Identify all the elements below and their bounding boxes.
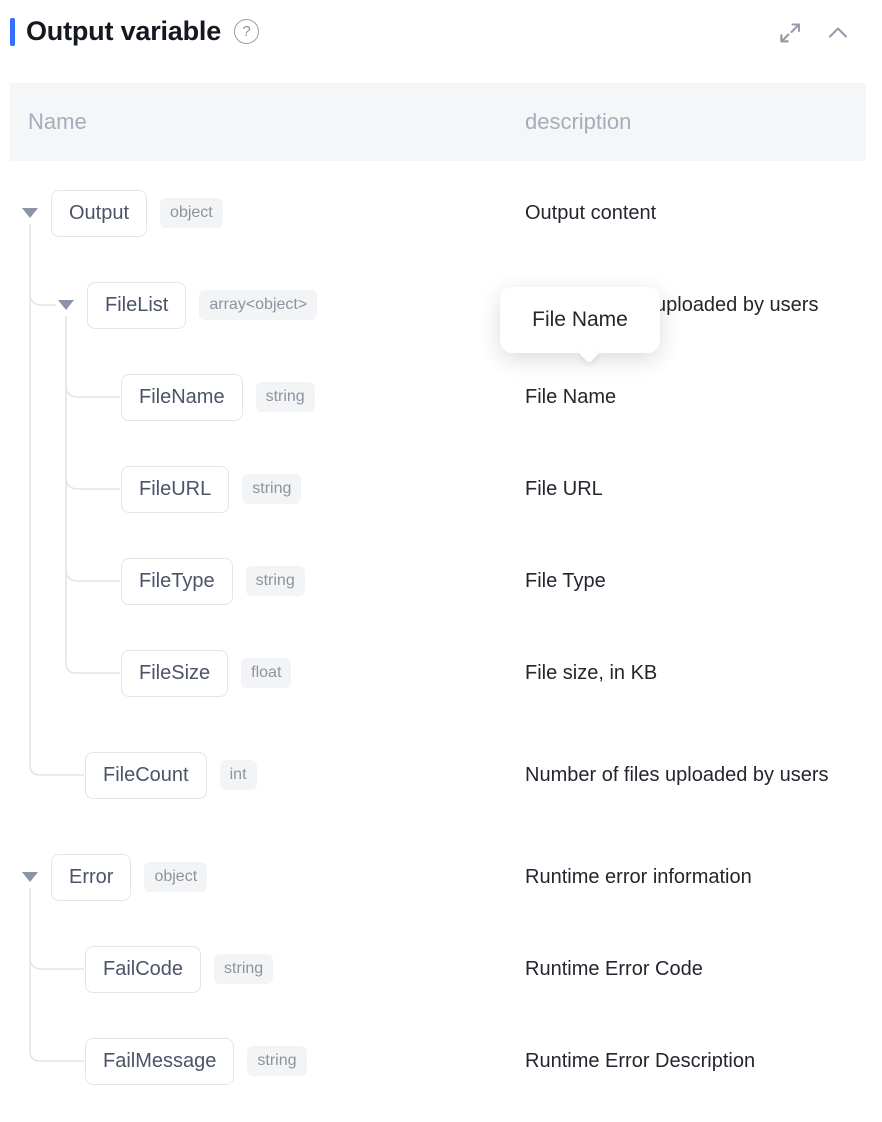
collapse-triangle-icon[interactable] bbox=[22, 208, 38, 218]
variable-type-badge: string bbox=[242, 474, 302, 504]
variable-description: Runtime Error Code bbox=[525, 957, 703, 980]
variable-type-badge: object bbox=[144, 862, 208, 892]
variable-type-badge: object bbox=[160, 198, 223, 228]
collapse-triangle-icon[interactable] bbox=[58, 300, 74, 310]
variable-name-box: FileSize bbox=[121, 649, 229, 697]
variable-name-box: FileURL bbox=[121, 465, 230, 513]
variable-tree: Output object Output content FileList ar… bbox=[0, 167, 882, 1107]
variable-name-box: FailCode bbox=[85, 945, 202, 993]
variable-name-box: FailMessage bbox=[85, 1037, 235, 1085]
variable-name-box: FileList bbox=[87, 281, 187, 329]
variable-type-badge: array<object> bbox=[199, 290, 318, 320]
tree-row-filecount: FileCount int Number of files uploaded b… bbox=[0, 719, 882, 831]
variable-description: File URL bbox=[525, 477, 603, 500]
variable-type-badge: string bbox=[214, 954, 274, 984]
variable-description-partially-hidden: uploaded by users bbox=[655, 293, 819, 316]
tree-row-error: Error object Runtime error information bbox=[0, 831, 882, 923]
variable-description: Runtime error information bbox=[525, 865, 752, 888]
expand-icon[interactable] bbox=[776, 19, 804, 47]
variable-name-box: Error bbox=[51, 853, 132, 901]
variable-type-badge: int bbox=[219, 760, 257, 790]
collapse-triangle-icon[interactable] bbox=[22, 872, 38, 882]
title-accent-bar bbox=[10, 17, 15, 46]
variable-description: File Name bbox=[525, 385, 617, 408]
variable-type-badge: string bbox=[247, 1046, 307, 1076]
column-header-description: description bbox=[525, 109, 632, 134]
variable-description: File Type bbox=[525, 569, 606, 592]
variable-description: Runtime Error Description bbox=[525, 1049, 756, 1072]
variable-description: Output content bbox=[525, 201, 657, 224]
variable-name-box: FileName bbox=[121, 373, 243, 421]
collapse-chevron-up-icon[interactable] bbox=[824, 19, 852, 47]
page-title: Output variable bbox=[26, 16, 222, 46]
tree-row-filelist: FileList array<object> uploaded by users bbox=[0, 259, 882, 351]
column-header-name: Name bbox=[28, 109, 87, 134]
variable-type-badge: float bbox=[241, 658, 292, 688]
tree-row-output: Output object Output content bbox=[0, 167, 882, 259]
tooltip: File Name bbox=[500, 287, 660, 364]
variable-type-badge: string bbox=[245, 566, 305, 596]
tree-row-filetype: FileType string File Type bbox=[0, 535, 882, 627]
tooltip-text: File Name bbox=[532, 308, 628, 331]
tree-row-failmessage: FailMessage string Runtime Error Descrip… bbox=[0, 1015, 882, 1107]
tree-row-failcode: FailCode string Runtime Error Code bbox=[0, 923, 882, 1015]
variable-name-box: FileCount bbox=[85, 751, 207, 799]
variable-description: File size, in KB bbox=[525, 661, 658, 684]
variable-name-box: FileType bbox=[121, 557, 233, 605]
panel-header: Output variable ? bbox=[0, 0, 882, 83]
tree-row-filesize: FileSize float File size, in KB bbox=[0, 627, 882, 719]
table-header: Name description bbox=[10, 83, 866, 161]
help-icon[interactable]: ? bbox=[234, 19, 260, 44]
tree-row-filename: FileName string File Name bbox=[0, 351, 882, 443]
variable-description: Number of files uploaded by users bbox=[525, 763, 829, 786]
tree-row-fileurl: FileURL string File URL bbox=[0, 443, 882, 535]
variable-type-badge: string bbox=[255, 382, 315, 412]
variable-name-box: Output bbox=[51, 189, 148, 237]
